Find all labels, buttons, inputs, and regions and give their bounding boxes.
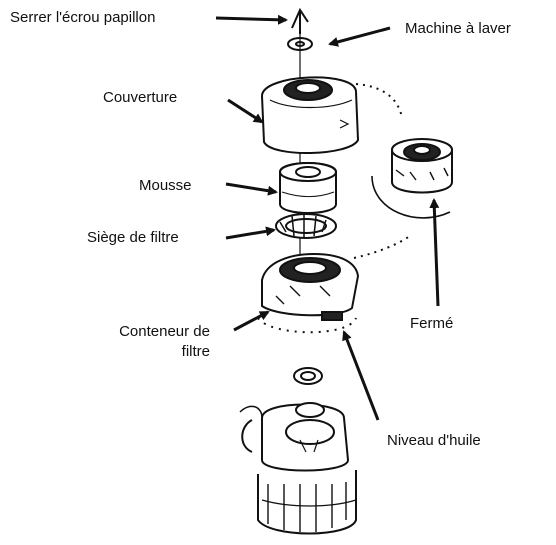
arrow-filter-container	[234, 312, 268, 330]
label-oil-level: Niveau d'huile	[387, 432, 481, 450]
gasket-part	[294, 368, 322, 384]
engine-body-part	[240, 403, 356, 534]
filter-seat-part	[276, 214, 336, 238]
cover-part	[262, 77, 358, 153]
label-cover: Couverture	[103, 89, 177, 107]
closed-detail-part	[372, 139, 452, 218]
label-filter-container-line2: filtre	[80, 343, 210, 361]
arrow-filter-seat	[226, 230, 274, 238]
foam-part	[280, 163, 336, 213]
label-closed: Fermé	[410, 315, 453, 333]
dotted-guide-right	[354, 236, 410, 258]
arrow-cover	[228, 100, 262, 122]
filter-container-part	[262, 254, 358, 320]
wing-nut-part	[292, 10, 308, 34]
label-filter-seat: Siège de filtre	[87, 229, 179, 247]
label-foam: Mousse	[139, 177, 192, 195]
arrow-wing-nut	[216, 18, 286, 20]
arrow-oil-level	[344, 332, 378, 420]
label-washer: Machine à laver	[405, 20, 511, 38]
arrow-foam	[226, 184, 276, 192]
label-wing-nut: Serrer l'écrou papillon	[10, 9, 155, 27]
label-filter-container-line1: Conteneur de	[80, 323, 210, 341]
dotted-guide-top	[356, 84, 402, 118]
arrow-washer	[330, 28, 390, 44]
